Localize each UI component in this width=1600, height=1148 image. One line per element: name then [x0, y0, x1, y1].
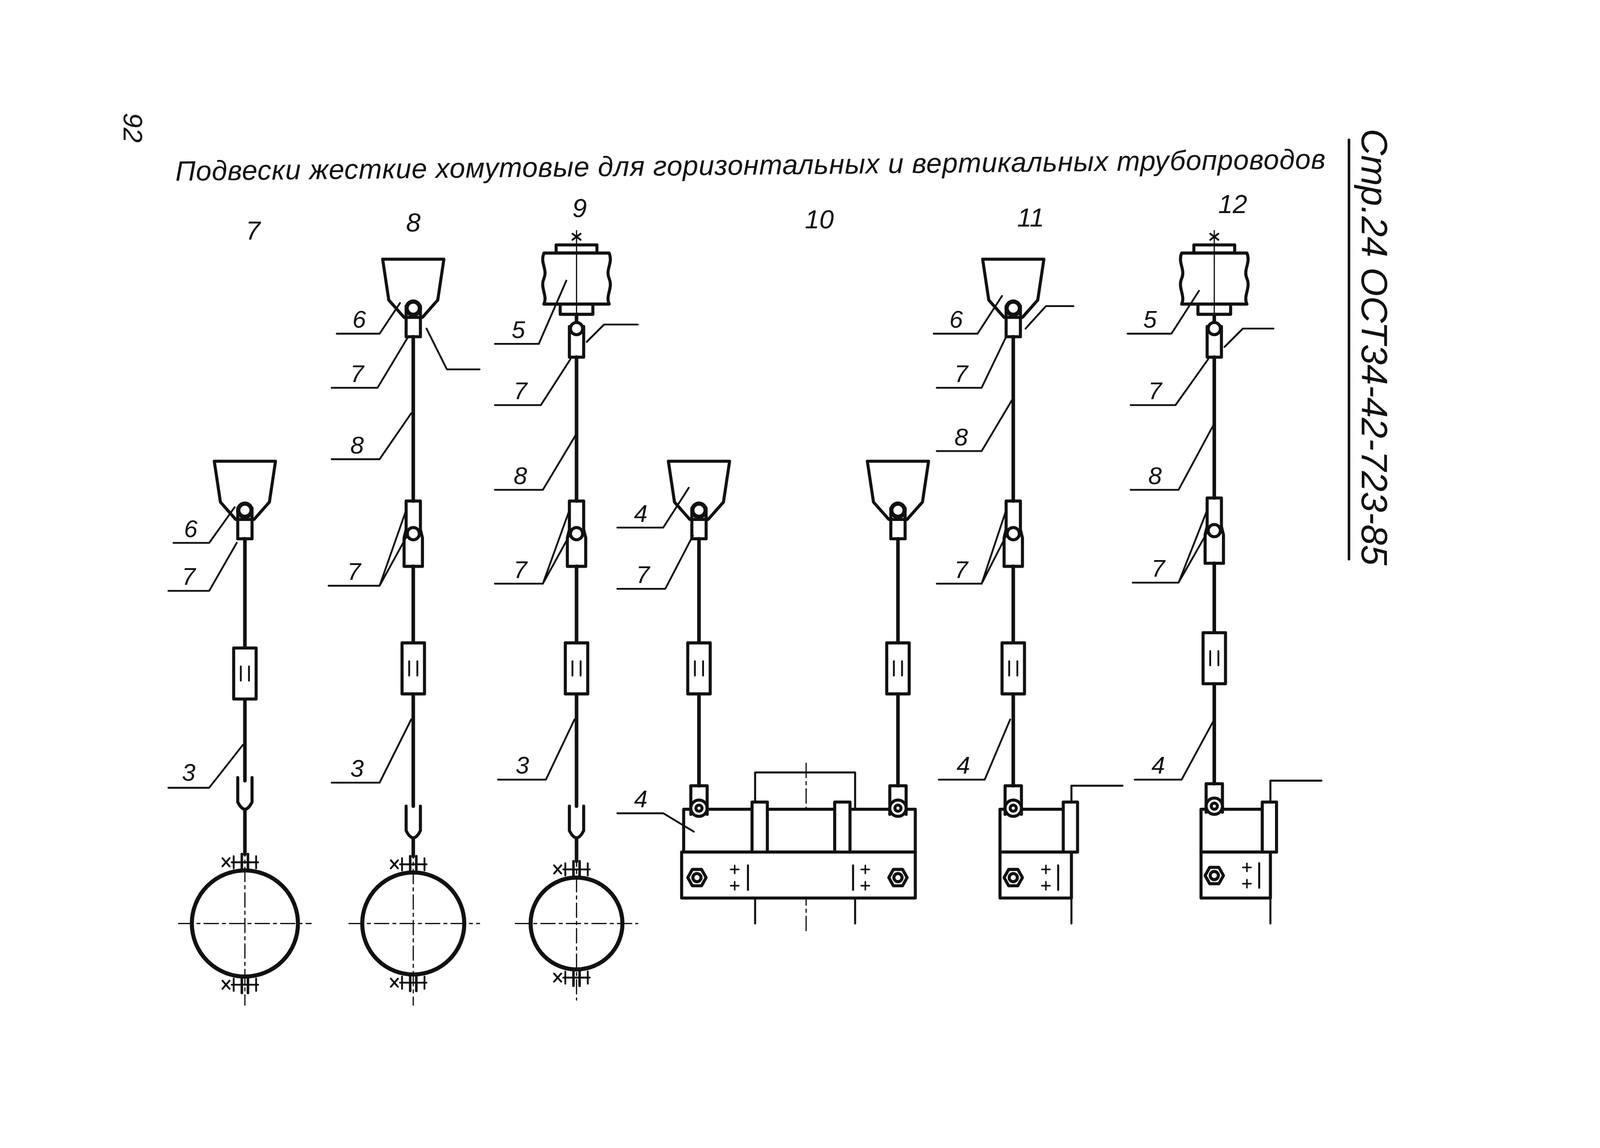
title-text: Подвески жесткие хомутовые для горизонта… — [175, 143, 1327, 187]
title-rule — [1347, 139, 1351, 560]
callout-number: 5 — [1143, 307, 1157, 332]
variant-number: 12 — [1218, 191, 1248, 218]
variant-number: 8 — [405, 209, 421, 236]
sheet-mark: Стр.24 ОСТ34-42-723-85 — [1355, 128, 1393, 566]
callout-number: 7 — [954, 361, 968, 386]
callout-number: 4 — [956, 753, 971, 778]
callout-number: 3 — [515, 753, 530, 778]
callout-number: 4 — [633, 786, 648, 812]
variant-number: 11 — [1016, 204, 1044, 231]
callout-number: 7 — [182, 564, 196, 589]
callout-number: 7 — [347, 559, 362, 584]
callout-number: 7 — [1151, 556, 1165, 581]
callout-number: 8 — [954, 424, 968, 450]
sheet-mark: 92 — [119, 112, 147, 143]
callout-number: 3 — [182, 760, 196, 785]
callout-number: 7 — [1148, 378, 1162, 403]
hanger-11 — [933, 259, 1123, 924]
callout-number: 7 — [513, 557, 528, 582]
callout-number: 4 — [633, 501, 648, 526]
variant-number: 10 — [804, 206, 834, 233]
hanger-8 — [328, 259, 480, 1006]
callout-number: 6 — [183, 516, 198, 541]
callout-number: 8 — [1148, 463, 1162, 488]
callout-number: 7 — [350, 361, 364, 386]
callout-number: 8 — [350, 432, 364, 458]
callout-number: 6 — [352, 307, 366, 332]
callout-number: 5 — [511, 317, 526, 342]
callout-number: 7 — [513, 378, 528, 403]
variant-number: 9 — [572, 195, 587, 222]
hanger-7 — [168, 461, 312, 1006]
hanger-10 — [617, 461, 929, 931]
callout-number: 7 — [954, 557, 968, 582]
callout-number: 4 — [1151, 753, 1165, 778]
callout-number: 7 — [636, 562, 650, 587]
callout-number: 6 — [949, 307, 963, 332]
callout-number: 8 — [513, 463, 528, 488]
hanger-9 — [494, 230, 638, 1001]
hanger-12 — [1127, 230, 1322, 924]
variant-number: 7 — [245, 217, 261, 244]
callout-number: 3 — [350, 756, 364, 781]
